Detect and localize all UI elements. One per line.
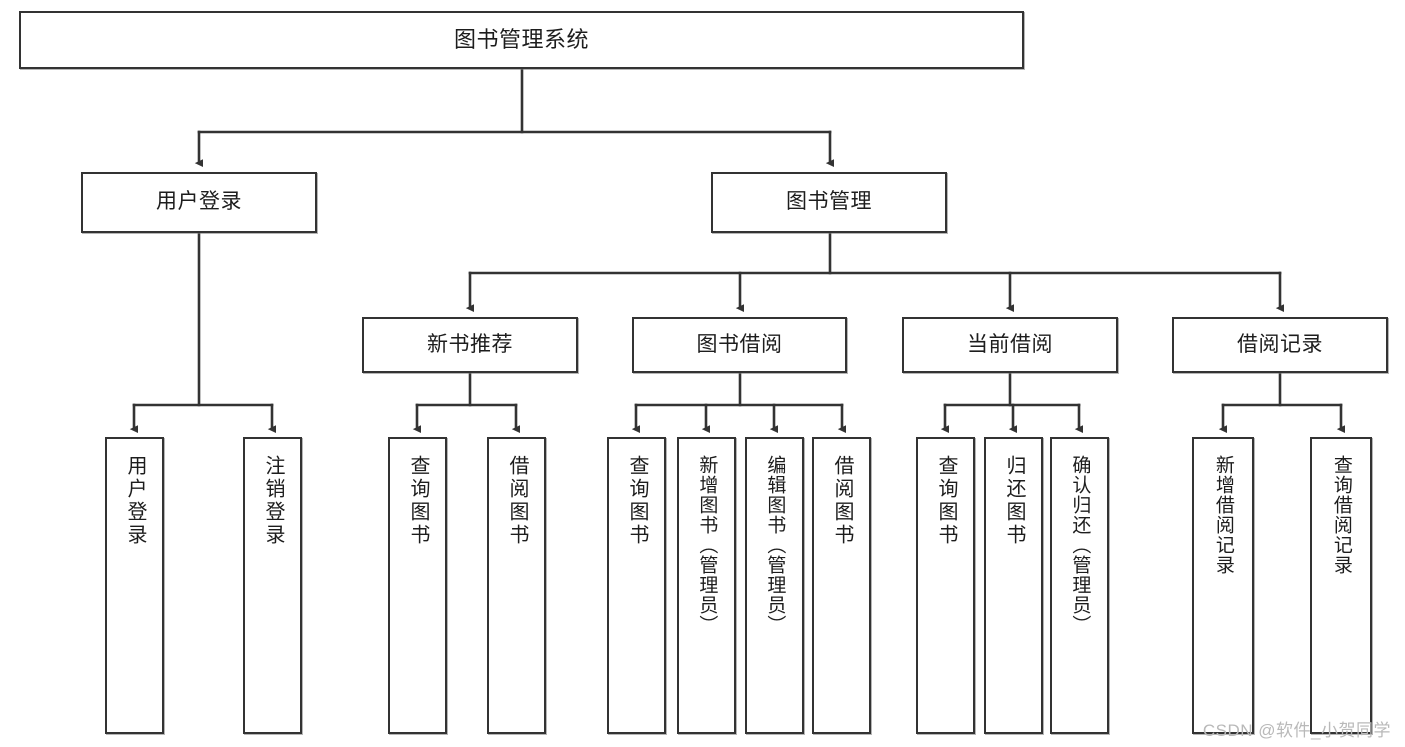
leaf-node-label: 查询图书 [626, 455, 648, 547]
leaf-node[interactable]: 用户登录 [105, 437, 164, 734]
leaf-node[interactable]: 查询图书 [916, 437, 975, 734]
leaf-node-label: 查询图书 [935, 455, 957, 547]
leaf-node[interactable]: 新增图书（管理员） [677, 437, 736, 734]
node-current-borrow[interactable]: 当前借阅 [902, 317, 1118, 373]
leaf-node-label: 用户登录 [124, 455, 146, 547]
node-borrow-record[interactable]: 借阅记录 [1172, 317, 1388, 373]
node-book-borrow[interactable]: 图书借阅 [632, 317, 847, 373]
leaf-node[interactable]: 查询图书 [388, 437, 447, 734]
node-book-management-label: 图书管理 [786, 190, 872, 214]
node-current-borrow-label: 当前借阅 [967, 332, 1053, 356]
leaf-node-label: 借阅图书 [831, 455, 853, 547]
leaf-node-label: 编辑图书（管理员） [764, 455, 786, 635]
leaf-node[interactable]: 归还图书 [984, 437, 1043, 734]
node-root[interactable]: 图书管理系统 [19, 11, 1024, 69]
leaf-node-label: 归还图书 [1003, 455, 1025, 547]
node-book-borrow-label: 图书借阅 [696, 332, 783, 356]
leaf-node[interactable]: 借阅图书 [812, 437, 871, 734]
node-book-management[interactable]: 图书管理 [711, 172, 947, 233]
watermark: CSDN @软件_小贺同学 [1202, 721, 1391, 740]
leaf-node-label: 注销登录 [262, 455, 284, 547]
leaf-node-label: 新增借阅记录 [1212, 455, 1234, 575]
node-user-login[interactable]: 用户登录 [81, 172, 317, 233]
leaf-node-label: 确认归还（管理员） [1069, 455, 1091, 635]
node-borrow-record-label: 借阅记录 [1237, 332, 1323, 356]
leaf-node-label: 新增图书（管理员） [696, 455, 718, 635]
leaf-node[interactable]: 查询借阅记录 [1310, 437, 1372, 734]
node-root-label: 图书管理系统 [453, 27, 589, 53]
node-new-book-recommend[interactable]: 新书推荐 [362, 317, 578, 373]
leaf-node[interactable]: 编辑图书（管理员） [745, 437, 804, 734]
leaf-node-label: 查询借阅记录 [1330, 455, 1352, 575]
leaf-node[interactable]: 借阅图书 [487, 437, 546, 734]
leaf-node[interactable]: 注销登录 [243, 437, 302, 734]
node-new-book-recommend-label: 新书推荐 [427, 332, 513, 356]
leaf-node-label: 查询图书 [407, 455, 429, 547]
leaf-node[interactable]: 查询图书 [607, 437, 666, 734]
leaf-node[interactable]: 新增借阅记录 [1192, 437, 1254, 734]
leaf-node-label: 借阅图书 [506, 455, 528, 547]
node-user-login-label: 用户登录 [156, 190, 242, 214]
leaf-node[interactable]: 确认归还（管理员） [1050, 437, 1109, 734]
